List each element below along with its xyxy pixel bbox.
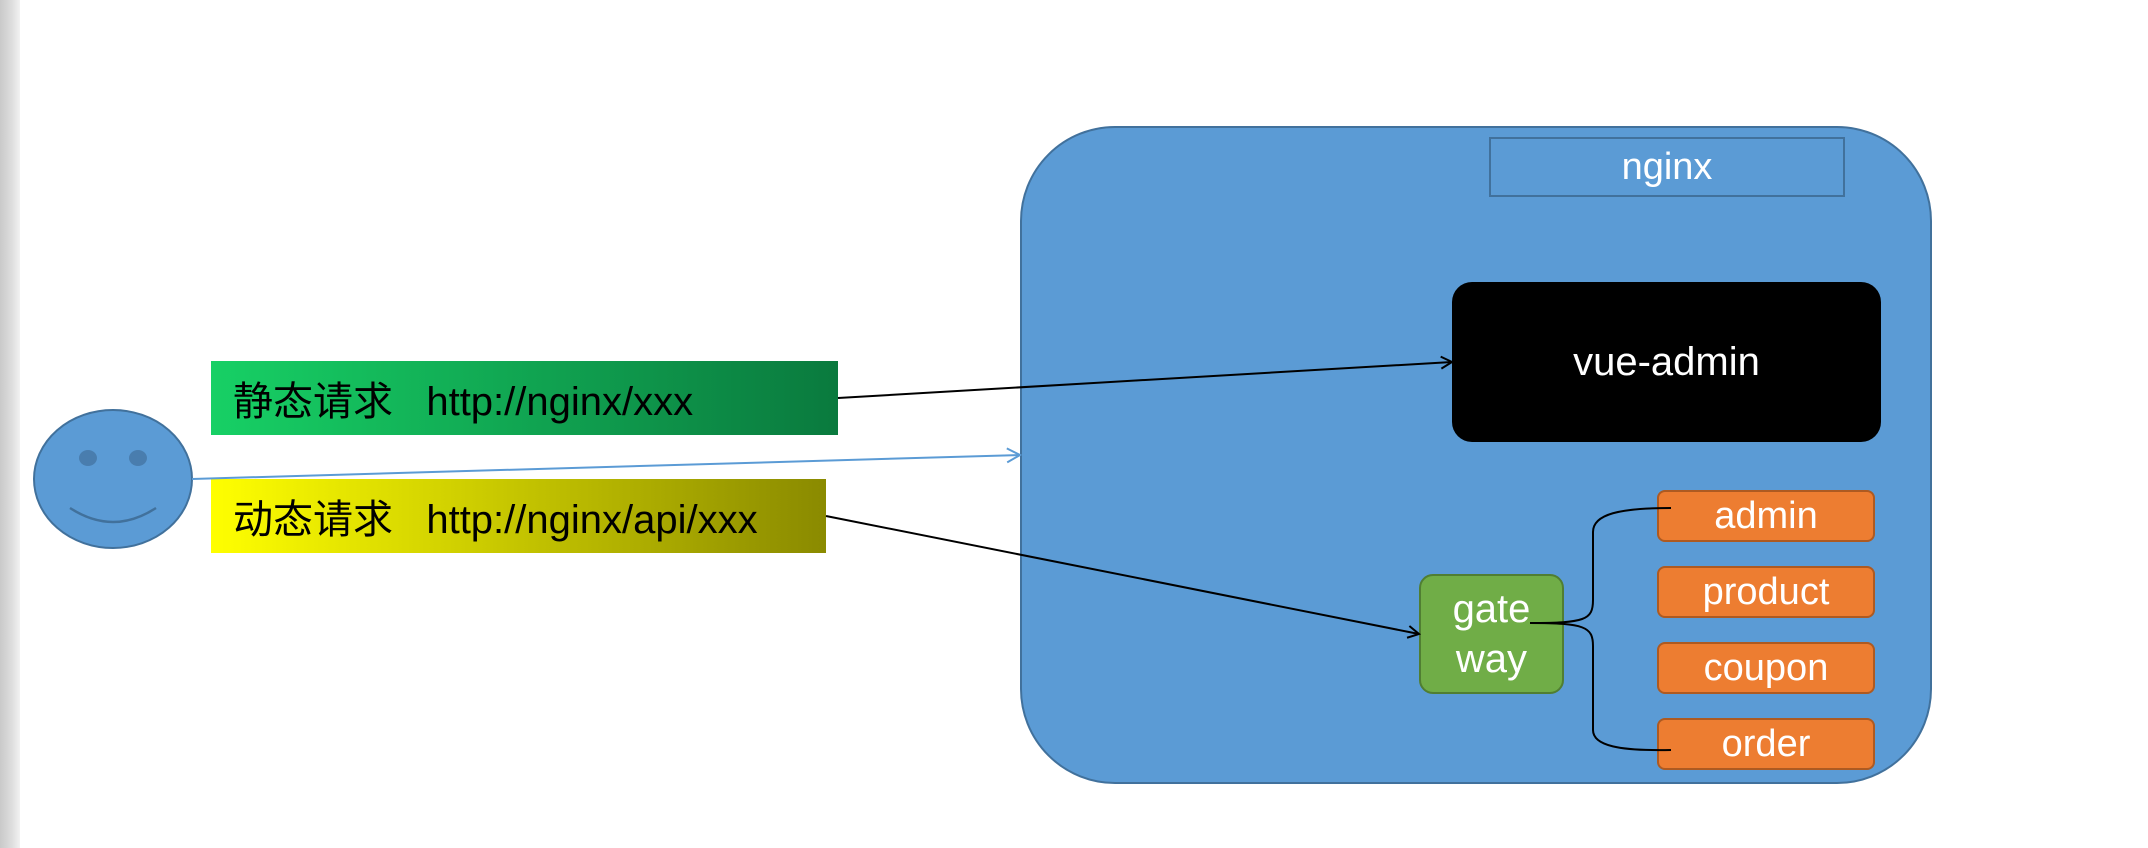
gateway-label-line2: way <box>1455 637 1528 681</box>
vue-admin-node: vue-admin <box>1452 282 1881 442</box>
gateway-node: gate way <box>1419 574 1564 694</box>
service-admin: admin <box>1657 490 1875 542</box>
service-order: order <box>1657 718 1875 770</box>
gateway-to-admin-connector <box>1529 507 1672 624</box>
user-smiley-icon <box>33 409 193 549</box>
gateway-to-order-connector <box>1529 622 1672 752</box>
nginx-label: nginx <box>1489 137 1845 197</box>
static-to-vue-admin-arrow <box>837 362 1452 399</box>
static-request-label: 静态请求 http://nginx/xxx <box>211 361 838 435</box>
service-coupon: coupon <box>1657 642 1875 694</box>
dynamic-request-label: 动态请求 http://nginx/api/xxx <box>211 479 826 553</box>
gateway-label-line1: gate <box>1452 587 1531 631</box>
service-product: product <box>1657 566 1875 618</box>
dynamic-to-gateway-arrow <box>825 515 1419 634</box>
user-to-nginx-arrow <box>191 455 1020 480</box>
window-edge <box>0 0 20 848</box>
